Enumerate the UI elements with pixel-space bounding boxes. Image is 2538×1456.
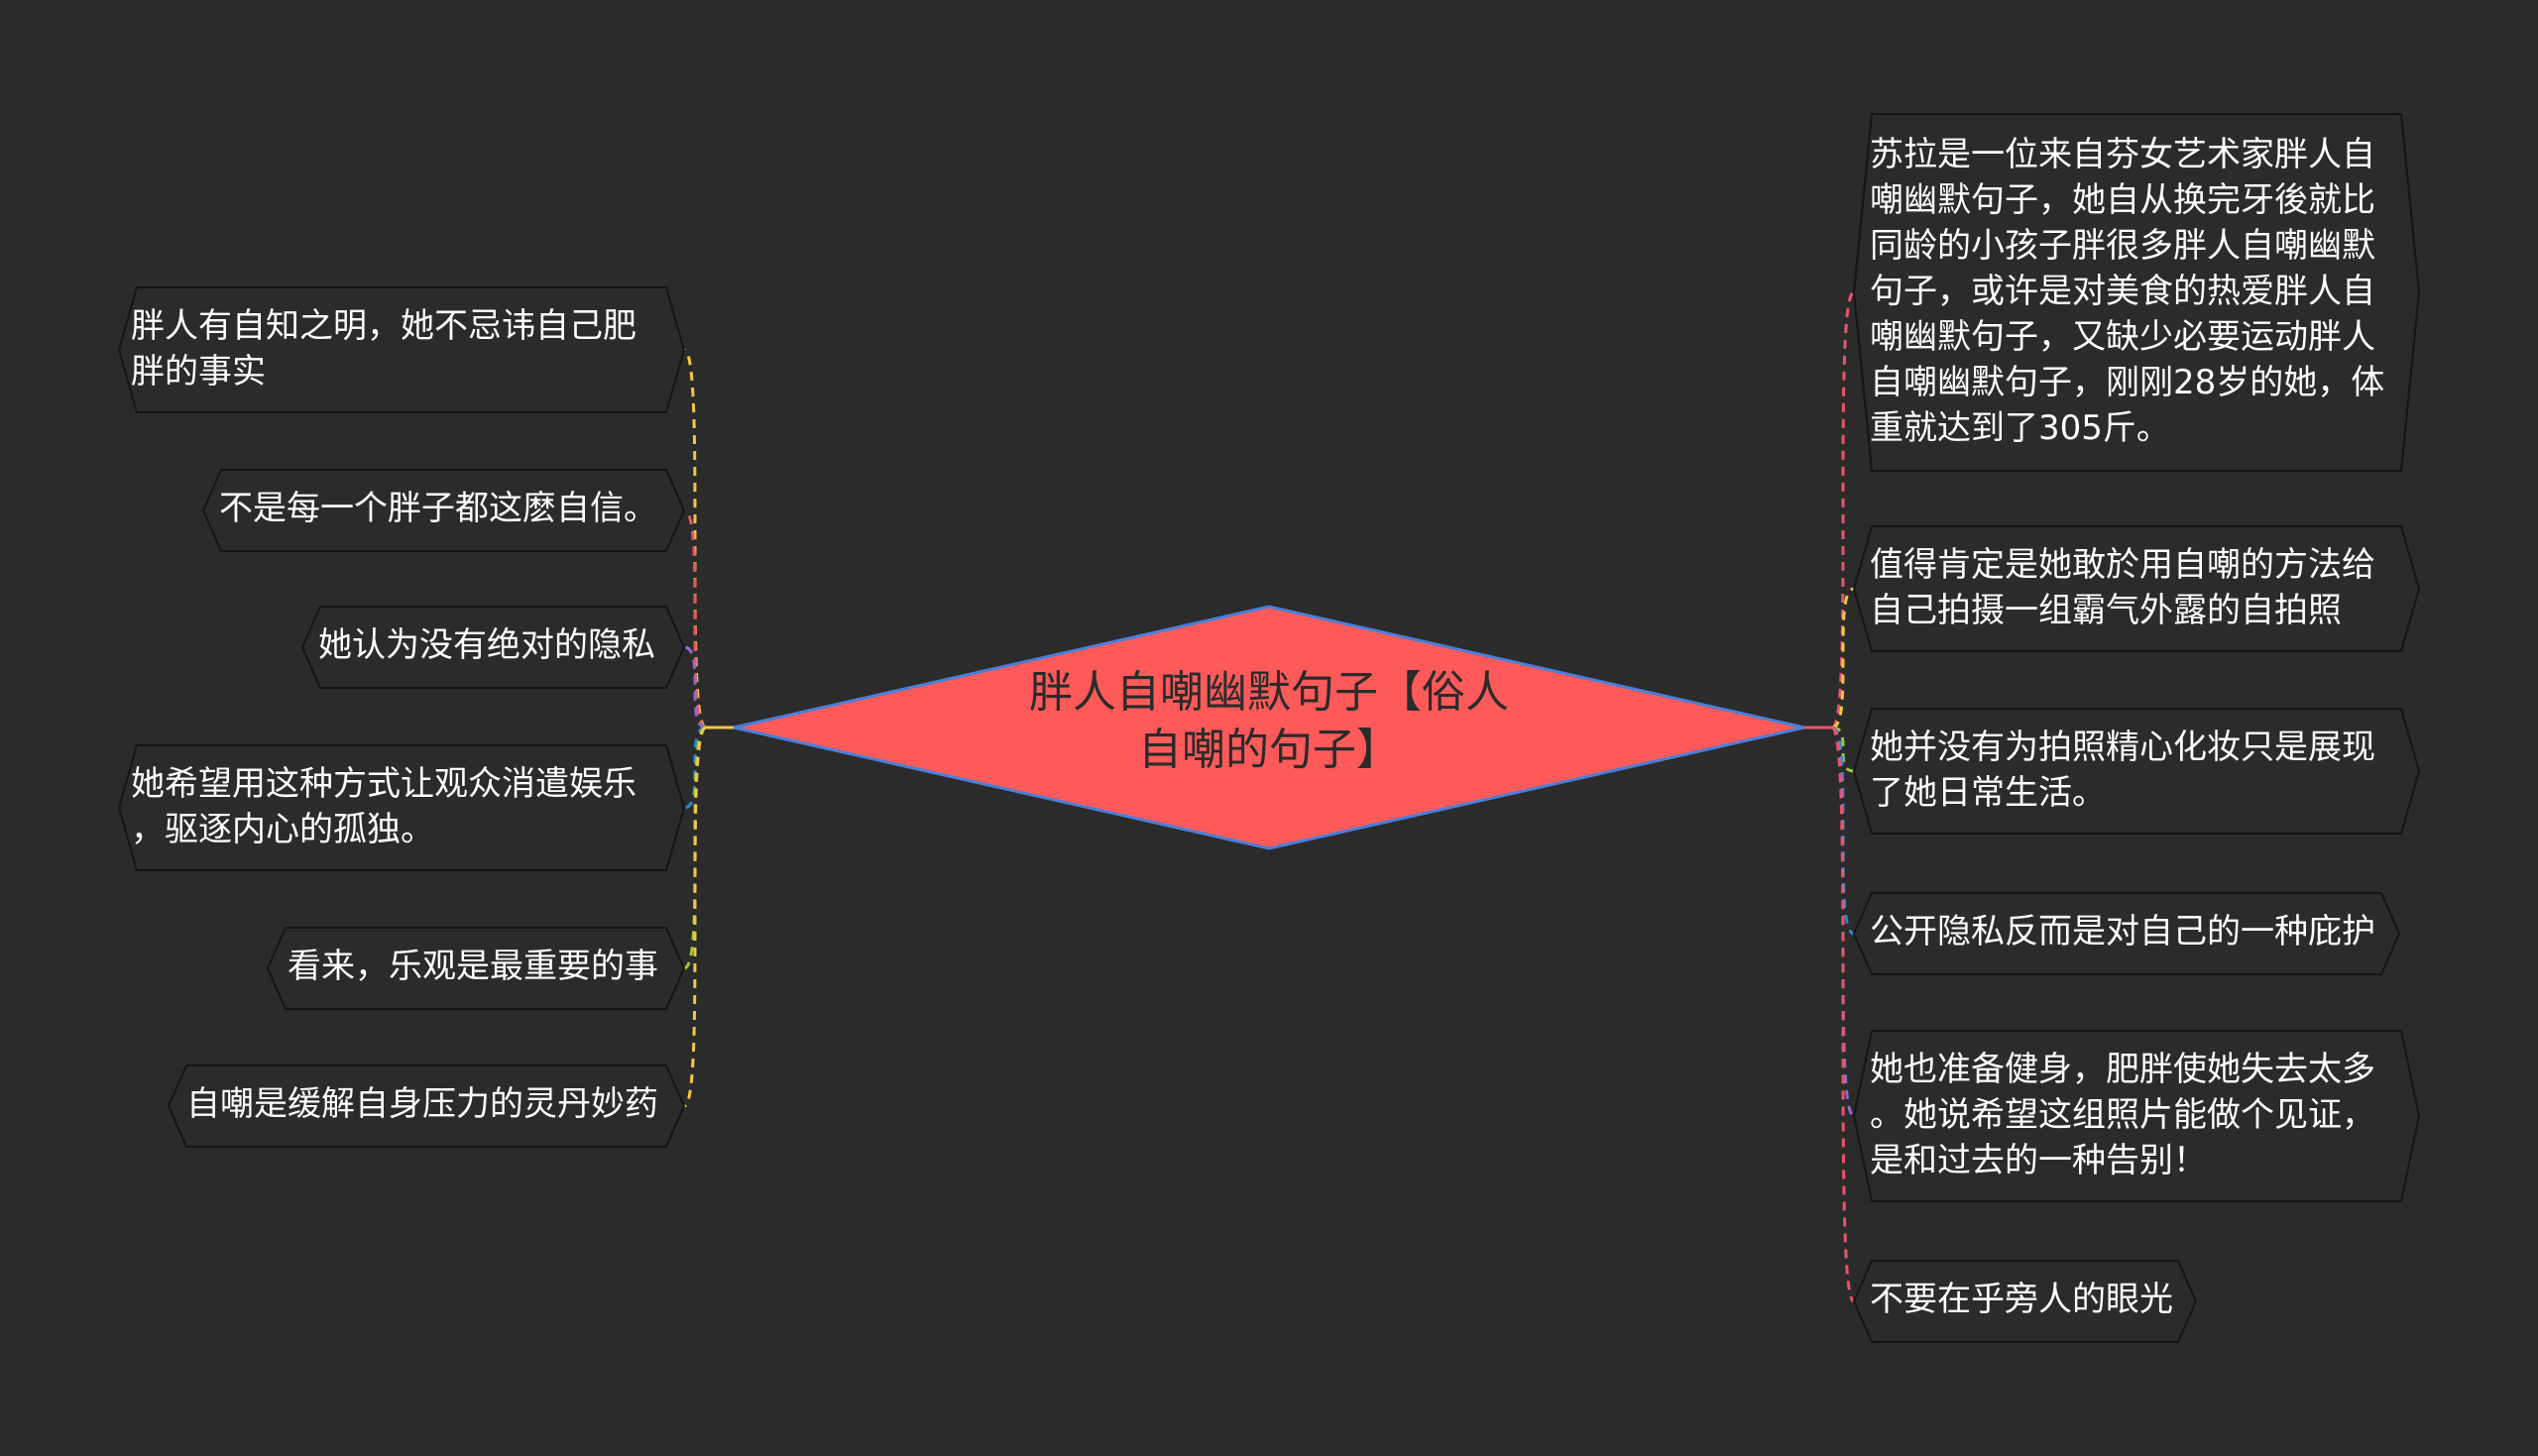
left-node-1-text: 胖人有自知之明，她不忌讳自己肥 胖的事实 <box>131 306 636 392</box>
left-connector <box>683 645 707 729</box>
node-shape <box>1852 1030 2421 1202</box>
node-outline <box>300 606 686 689</box>
left-node-3-text: 她认为没有绝对的隐私 <box>318 625 655 665</box>
right-node-2-text: 值得肯定是她敢於用自嘲的方法给 自己拍摄一组霸气外露的自拍照 <box>1870 545 2375 630</box>
central-topic-line-2: 自嘲的句子】 <box>1138 725 1400 775</box>
left-connector <box>683 726 707 810</box>
node-outline <box>117 286 686 413</box>
node-outline <box>201 469 686 552</box>
left-node-4-text: 她希望用这种方式让观众消遣娱乐 ，驱逐内心的孤独。 <box>131 764 636 849</box>
node-shape <box>201 469 686 552</box>
left-connector <box>683 508 707 729</box>
node-outline <box>1852 525 2421 652</box>
left-node-2[interactable]: 不是每一个胖子都这麽自信。 <box>201 469 686 552</box>
left-node-3[interactable]: 她认为没有绝对的隐私 <box>300 606 686 689</box>
node-outline <box>1852 1030 2421 1202</box>
node-outline <box>117 744 686 871</box>
right-node-1-text: 苏拉是一位来自芬女艺术家胖人自 嘲幽默句子，她自从换完牙後就比 同龄的小孩子胖很… <box>1870 135 2385 448</box>
right-node-3-text: 她并没有为拍照精心化妆只是展现 了她日常生活。 <box>1870 728 2375 813</box>
left-node-4[interactable]: 她希望用这种方式让观众消遣娱乐 ，驱逐内心的孤独。 <box>117 744 686 871</box>
right-connector <box>1830 290 1856 729</box>
right-node-3[interactable]: 她并没有为拍照精心化妆只是展现 了她日常生活。 <box>1852 708 2421 835</box>
right-node-6[interactable]: 不要在乎旁人的眼光 <box>1852 1260 2198 1343</box>
node-outline <box>1852 892 2401 975</box>
node-outline <box>167 1064 686 1148</box>
left-node-5-text: 看来，乐观是最重要的事 <box>288 947 658 986</box>
left-connector <box>682 348 708 729</box>
node-outline <box>266 927 686 1010</box>
node-shape <box>117 286 686 413</box>
right-node-6-text: 不要在乎旁人的眼光 <box>1870 1280 2173 1319</box>
right-node-1[interactable]: 苏拉是一位来自芬女艺术家胖人自 嘲幽默句子，她自从换完牙後就比 同龄的小孩子胖很… <box>1852 113 2421 472</box>
left-connector <box>682 726 708 1108</box>
right-connector <box>1830 726 1856 1303</box>
node-shape <box>300 606 686 689</box>
node-shape <box>117 744 686 871</box>
node-shape <box>1852 113 2421 472</box>
node-shape <box>1852 708 2421 835</box>
right-node-4[interactable]: 公开隐私反而是对自己的一种庇护 <box>1852 892 2401 975</box>
left-node-1[interactable]: 胖人有自知之明，她不忌讳自己肥 胖的事实 <box>117 286 686 413</box>
right-node-5[interactable]: 她也准备健身，肥胖使她失去太多 。她说希望这组照片能做个见证， 是和过去的一种告… <box>1852 1030 2421 1202</box>
central-topic-line-1: 胖人自嘲幽默句子【俗人 <box>1029 667 1509 718</box>
node-outline <box>1852 1260 2198 1343</box>
left-node-6[interactable]: 自嘲是缓解自身压力的灵丹妙药 <box>167 1064 686 1148</box>
right-node-2[interactable]: 值得肯定是她敢於用自嘲的方法给 自己拍摄一组霸气外露的自拍照 <box>1852 525 2421 652</box>
right-node-4-text: 公开隐私反而是对自己的一种庇护 <box>1870 912 2375 952</box>
left-node-2-text: 不是每一个胖子都这麽自信。 <box>219 489 657 528</box>
central-topic[interactable]: 胖人自嘲幽默句子【俗人 自嘲的句子】 <box>962 664 1576 779</box>
left-node-6-text: 自嘲是缓解自身压力的灵丹妙药 <box>186 1084 658 1124</box>
right-node-5-text: 她也准备健身，肥胖使她失去太多 。她说希望这组照片能做个见证， 是和过去的一种告… <box>1870 1050 2375 1180</box>
right-connector <box>1831 726 1855 773</box>
node-shape <box>1852 525 2421 652</box>
node-shape <box>1852 1260 2198 1343</box>
node-outline <box>1852 113 2421 472</box>
node-shape <box>266 927 686 1010</box>
node-shape <box>167 1064 686 1148</box>
node-shape <box>1852 892 2401 975</box>
left-node-5[interactable]: 看来，乐观是最重要的事 <box>266 927 686 1010</box>
node-outline <box>1852 708 2421 835</box>
